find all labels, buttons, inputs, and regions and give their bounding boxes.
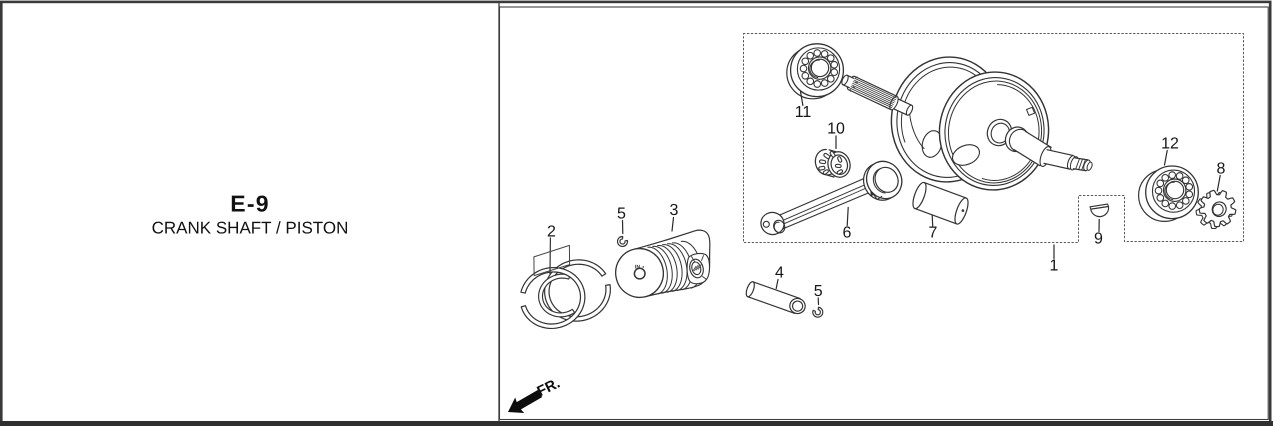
svg-text:CRANK SHAFT / PISTON: CRANK SHAFT / PISTON: [152, 219, 349, 238]
svg-text:12: 12: [1161, 136, 1179, 153]
svg-text:2: 2: [547, 224, 556, 241]
svg-text:5: 5: [814, 283, 823, 300]
svg-text:1: 1: [1050, 258, 1059, 275]
svg-text:5: 5: [617, 206, 626, 223]
svg-text:3: 3: [670, 202, 679, 219]
svg-text:7: 7: [929, 225, 938, 242]
svg-text:11: 11: [795, 104, 812, 121]
svg-text:6: 6: [843, 225, 852, 242]
svg-text:8: 8: [1217, 161, 1226, 178]
svg-text:IN: IN: [635, 265, 640, 271]
svg-text:E-9: E-9: [230, 191, 269, 217]
svg-text:9: 9: [1094, 231, 1103, 248]
svg-text:4: 4: [775, 265, 784, 282]
svg-text:10: 10: [827, 121, 845, 138]
